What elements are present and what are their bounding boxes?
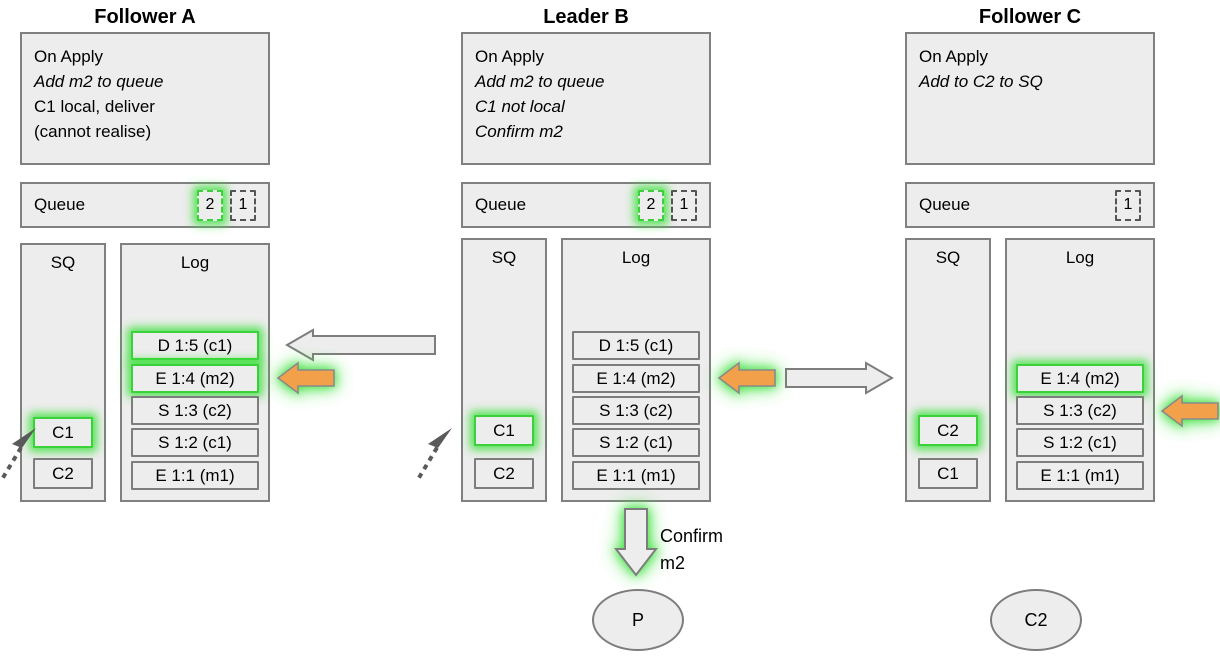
sq-label: SQ xyxy=(491,248,517,267)
queue-slots: 2 1 xyxy=(197,189,256,221)
queue-slot: 1 xyxy=(671,189,697,221)
sq-label: SQ xyxy=(935,248,961,267)
sq-cell: C1 xyxy=(33,417,93,448)
sq-cell: C1 xyxy=(918,458,978,489)
apply-line: On Apply xyxy=(475,47,544,66)
column-title-leader-b: Leader B xyxy=(543,6,629,28)
apply-pointer-arrow-follower-a xyxy=(276,361,335,395)
log-entry: S 1:3 (c2) xyxy=(572,396,700,425)
apply-pointer-arrow-leader-b xyxy=(717,361,776,395)
apply-box-follower-a: On Apply Add m2 to queue C1 local, deliv… xyxy=(20,32,270,165)
sq-cell: C1 xyxy=(474,415,534,446)
log-entry: E 1:4 (m2) xyxy=(572,364,700,393)
log-entry: D 1:5 (c1) xyxy=(131,331,259,360)
apply-line: C1 not local xyxy=(475,97,565,116)
queue-slots: 1 xyxy=(1115,189,1141,221)
column-title-follower-c: Follower C xyxy=(978,6,1082,28)
queue-box-follower-c: Queue 1 xyxy=(905,182,1155,228)
confirm-down-arrow xyxy=(613,508,659,577)
log-entry: S 1:2 (c1) xyxy=(572,428,700,457)
log-label: Log xyxy=(180,253,210,272)
queue-box-follower-a: Queue 2 1 xyxy=(20,182,270,228)
queue-label: Queue xyxy=(34,195,86,214)
apply-line: Add m2 to queue xyxy=(475,72,605,91)
queue-slots: 2 1 xyxy=(638,189,697,221)
confirm-label: Confirm m2 xyxy=(660,526,724,573)
queue-slot: 2 xyxy=(638,189,664,221)
queue-slot: 2 xyxy=(197,189,223,221)
apply-line: On Apply xyxy=(34,47,103,66)
sq-cell: C2 xyxy=(474,458,534,489)
apply-line: (cannot realise) xyxy=(34,122,152,141)
log-entry: S 1:2 (c1) xyxy=(1016,428,1144,457)
sq-pointer-dotted-arrow-follower-a xyxy=(1,428,36,479)
sq-cell: C2 xyxy=(918,415,978,446)
log-entry: S 1:3 (c2) xyxy=(1016,396,1144,425)
queue-box-leader-b: Queue 2 1 xyxy=(461,182,711,228)
sq-label: SQ xyxy=(50,253,76,272)
apply-box-leader-b: On Apply Add m2 to queue C1 not local Co… xyxy=(461,32,711,165)
log-entry: E 1:1 (m1) xyxy=(1016,461,1144,490)
sq-pointer-dotted-arrow-leader-b xyxy=(417,428,452,479)
log-label: Log xyxy=(1065,248,1095,267)
client-node-c2: C2 xyxy=(990,589,1082,651)
log-entry: E 1:4 (m2) xyxy=(131,364,259,393)
log-entry: E 1:4 (m2) xyxy=(1016,364,1144,393)
log-label: Log xyxy=(621,248,651,267)
apply-line: C1 local, deliver xyxy=(34,97,155,116)
queue-slot: 1 xyxy=(1115,189,1141,221)
log-entry: E 1:1 (m1) xyxy=(572,461,700,490)
apply-line: Add m2 to queue xyxy=(34,72,164,91)
apply-line: Add to C2 to SQ xyxy=(919,72,1043,91)
apply-box-follower-c: On Apply Add to C2 to SQ xyxy=(905,32,1155,165)
log-entry: S 1:2 (c1) xyxy=(131,428,259,457)
column-title-follower-a: Follower A xyxy=(94,6,196,28)
client-node-p: P xyxy=(592,589,684,651)
replication-arrow-b-to-a xyxy=(284,328,436,362)
log-entry: E 1:1 (m1) xyxy=(131,461,259,490)
log-entry: S 1:3 (c2) xyxy=(131,396,259,425)
apply-line: Confirm m2 xyxy=(475,122,563,141)
sq-cell: C2 xyxy=(33,458,93,489)
log-entry: D 1:5 (c1) xyxy=(572,331,700,360)
apply-line: On Apply xyxy=(919,47,988,66)
replication-arrow-b-to-c xyxy=(785,361,895,395)
queue-slot: 1 xyxy=(230,189,256,221)
apply-pointer-arrow-follower-c xyxy=(1160,394,1219,428)
queue-label: Queue xyxy=(475,195,527,214)
queue-label: Queue xyxy=(919,195,971,214)
